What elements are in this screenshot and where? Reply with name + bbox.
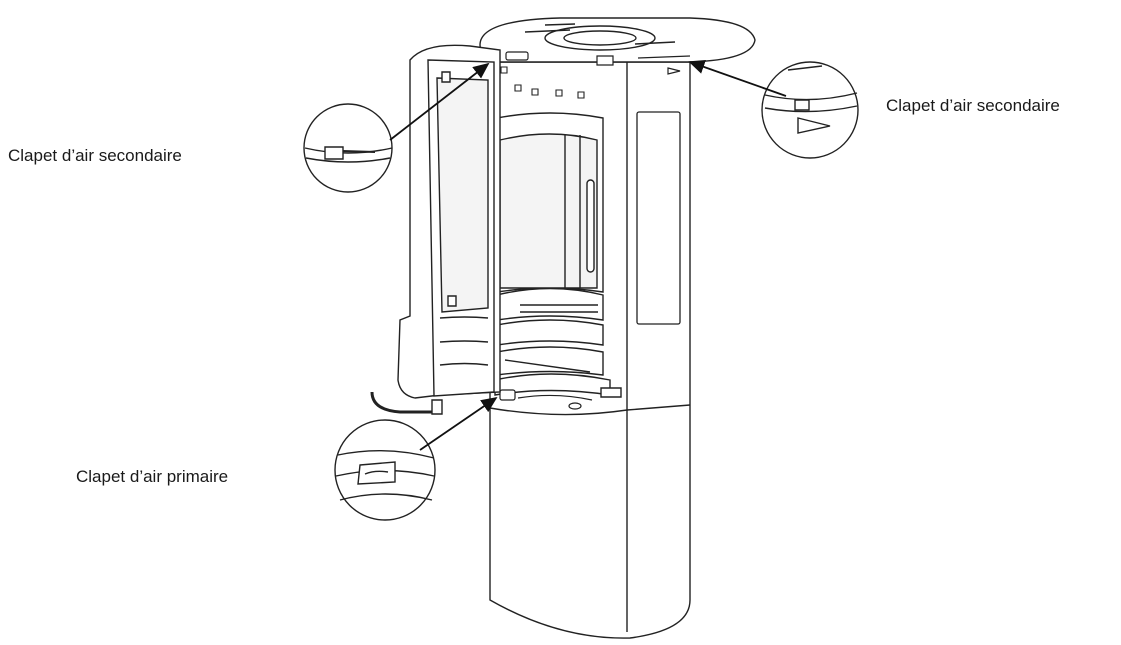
top-secondary-slider [506, 52, 690, 74]
vent-holes [501, 67, 584, 98]
pointer-arrows [390, 60, 786, 450]
label-primary-air: Clapet d’air primaire [76, 467, 229, 486]
stove-top [480, 18, 755, 62]
ash-drawer [495, 320, 621, 397]
magnifier-primary [335, 420, 435, 520]
primary-slider [500, 390, 592, 409]
arrow-secondary-right [688, 60, 786, 96]
magnifier-secondary-left [304, 104, 392, 192]
arrow-secondary-left [390, 62, 490, 140]
open-door [372, 45, 500, 414]
magnifier-secondary-right [762, 62, 858, 158]
label-secondary-air-right: Clapet d’air secondaire [886, 96, 1060, 115]
firebox [497, 113, 603, 320]
side-panel [637, 112, 680, 324]
label-secondary-air-left: Clapet d’air secondaire [8, 146, 182, 165]
arrow-primary [420, 396, 498, 450]
